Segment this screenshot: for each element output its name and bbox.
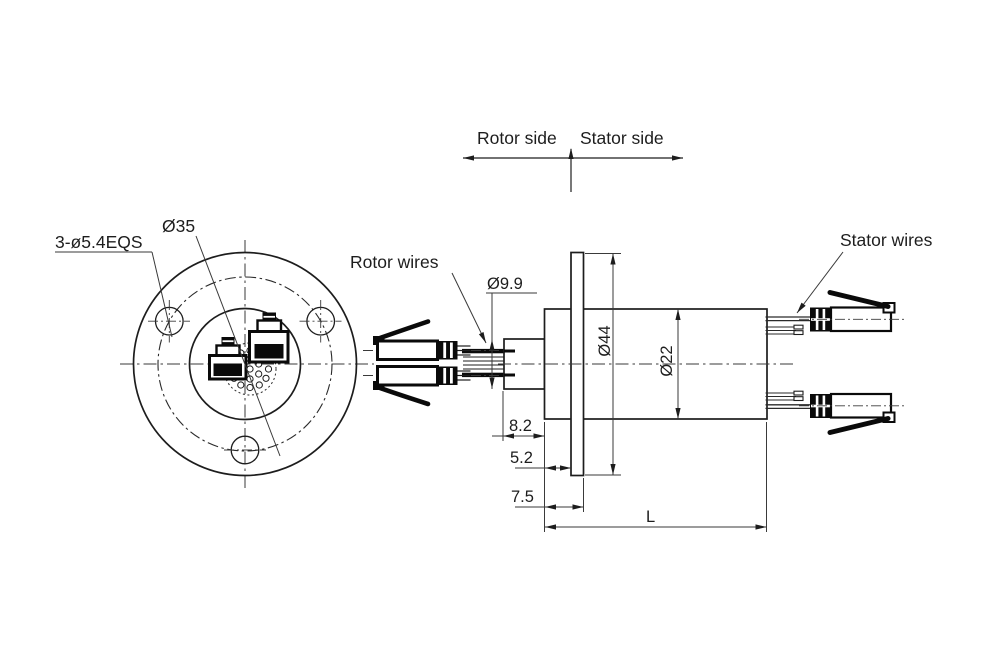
bolt-pattern-callout: 3-ø5.4EQS	[55, 232, 173, 338]
flange-dia-label: Ø44	[596, 325, 614, 356]
bolt-circle-dashed	[157, 276, 333, 452]
dim-7-5: 7.5	[511, 478, 584, 512]
stator-wires-label: Stator wires	[840, 230, 933, 250]
dim-shaft-dia: Ø9.9	[486, 275, 537, 389]
dim-8-2-label: 8.2	[509, 417, 532, 435]
rotor-connector-bottom	[373, 365, 471, 407]
flange-outer-circle	[132, 251, 358, 477]
dim-body-dia: Ø22	[658, 309, 681, 419]
dim-flange-dia: Ø44	[585, 253, 621, 476]
shaft-dia-label: Ø9.9	[487, 275, 523, 293]
bolt-pattern-label: 3-ø5.4EQS	[55, 232, 143, 252]
dimensions: Rotor wires Stator wires Ø9.9 Ø44	[350, 230, 933, 532]
dim-7-5-label: 7.5	[511, 488, 534, 506]
bolt-circle-callout: Ø35	[162, 216, 281, 457]
rotor-wires-label: Rotor wires	[350, 252, 439, 272]
bolt-circle-label: Ø35	[162, 216, 195, 236]
rotor-wire-bundle	[462, 348, 504, 378]
rotor-side-label: Rotor side	[477, 128, 557, 148]
rotor-wire-bottom	[377, 385, 431, 407]
body-dia-label: Ø22	[658, 345, 676, 376]
body-inner-circle	[188, 307, 302, 421]
front-connector-right	[248, 312, 290, 364]
side-view	[363, 251, 906, 477]
rotor-connector-top	[373, 319, 471, 361]
dim-length-label: L	[646, 508, 655, 526]
stator-connector-lower	[765, 390, 906, 435]
dim-length: L	[544, 422, 767, 532]
orientation-header: Rotor side Stator side	[463, 128, 683, 192]
wire-cluster-boundary	[223, 342, 277, 396]
rotor-wire-top	[377, 319, 431, 341]
stator-wire-lever-upper	[827, 290, 891, 309]
stator-connector-upper	[765, 290, 906, 336]
dim-5-2: 5.2	[510, 449, 571, 471]
bolt-hole-crosshairs	[148, 300, 342, 451]
dim-5-2-label: 5.2	[510, 449, 533, 467]
stator-side-label: Stator side	[580, 128, 664, 148]
front-view: 3-ø5.4EQS Ø35	[55, 216, 374, 490]
stator-wires-callout: Stator wires	[796, 230, 933, 314]
dim-8-2: 8.2	[492, 391, 545, 441]
rotor-wires-callout: Rotor wires	[350, 252, 487, 344]
stator-wire-lever-lower	[827, 416, 891, 435]
front-connector-left	[208, 337, 248, 381]
